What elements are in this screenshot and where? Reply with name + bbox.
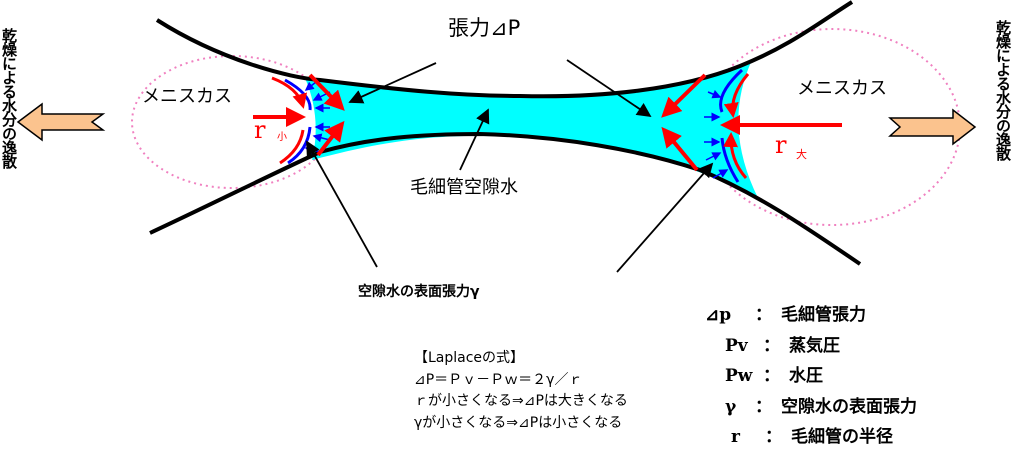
capillary-wall-bottom xyxy=(149,131,862,266)
capillary-water-label: 毛細管空隙水 xyxy=(410,177,518,198)
title-tension: 張力⊿P xyxy=(448,16,520,40)
left-tension-curve-top xyxy=(271,76,308,109)
radius-large-sub: 大 xyxy=(796,147,807,161)
right-tension-curve-bottom xyxy=(723,132,748,179)
legend-symbol: r xyxy=(731,427,740,447)
legend-sep: ： xyxy=(765,427,782,447)
capillary-water-fill xyxy=(305,60,758,198)
meniscus-label-left: メニスカス xyxy=(142,86,232,107)
legend-symbol: ⊿p xyxy=(705,305,732,325)
legend-desc: 空隙水の表面張力 xyxy=(781,396,917,417)
legend-sep: ： xyxy=(755,396,772,417)
evaporation-arrow-left xyxy=(16,102,106,142)
formula-line: ⊿P＝Ｐｖ－Ｐｗ＝２γ／ｒ xyxy=(414,371,583,388)
legend-symbol: Pv xyxy=(725,335,748,356)
left-force-arrows xyxy=(253,73,345,157)
legend-row: r ： 毛細管の半径 xyxy=(705,422,917,453)
evaporation-label-left: 乾燥による水分の逸散 xyxy=(0,28,18,168)
legend-desc: 蒸気圧 xyxy=(789,335,840,356)
right-tension-curve-top xyxy=(723,73,750,118)
right-force-arrows xyxy=(661,73,842,172)
capillary-wall-top xyxy=(155,0,854,99)
legend-row: ⊿p ： 毛細管張力 xyxy=(705,300,917,331)
leader-arrows xyxy=(306,59,714,273)
legend-desc: 水圧 xyxy=(789,366,823,386)
formula-line: γが小さくなる⇒⊿Pは小さくなる xyxy=(414,414,623,431)
legend-desc: 毛細管の半径 xyxy=(791,427,893,447)
legend-row: γ ： 空隙水の表面張力 xyxy=(705,392,917,423)
left-tension-curve-bottom xyxy=(279,129,305,165)
legend-row: Pw ： 水圧 xyxy=(705,361,917,392)
formula-heading: 【Laplaceの式】 xyxy=(414,350,525,366)
laplace-formula: 【Laplaceの式】 ⊿P＝Ｐｖ－Ｐｗ＝２γ／ｒ ｒが小さくなる⇒⊿Pは大きく… xyxy=(414,348,628,434)
evaporation-label-right: 乾燥による水分の逸散 xyxy=(994,20,1012,160)
radius-small-symbol: r xyxy=(254,116,266,144)
radius-small-sub: 小 xyxy=(277,131,287,143)
right-pressure-arrows xyxy=(704,89,729,179)
legend-symbol: γ xyxy=(725,396,737,417)
formula-line: ｒが小さくなる⇒⊿Pは大きくなる xyxy=(414,393,628,409)
meniscus-label-right: メニスカス xyxy=(797,78,887,99)
right-surface-arc xyxy=(719,68,744,183)
left-surface-arc xyxy=(284,78,312,165)
legend-desc: 毛細管張力 xyxy=(781,305,866,325)
legend-sep: ： xyxy=(763,366,780,386)
legend-sep: ： xyxy=(763,335,780,356)
surface-tension-label: 空隙水の表面張力γ xyxy=(358,283,480,300)
legend-symbol: Pw xyxy=(725,366,753,386)
radius-large-symbol: r xyxy=(775,131,787,159)
legend-sep: ： xyxy=(755,305,772,325)
symbol-legend: ⊿p：毛細管張力 Pv：蒸気圧 Pw：水圧 γ：空隙水の表面張力 r：毛細管の半… xyxy=(705,300,917,453)
evaporation-arrow-right xyxy=(888,108,977,146)
legend-row: Pv ： 蒸気圧 xyxy=(705,331,917,362)
